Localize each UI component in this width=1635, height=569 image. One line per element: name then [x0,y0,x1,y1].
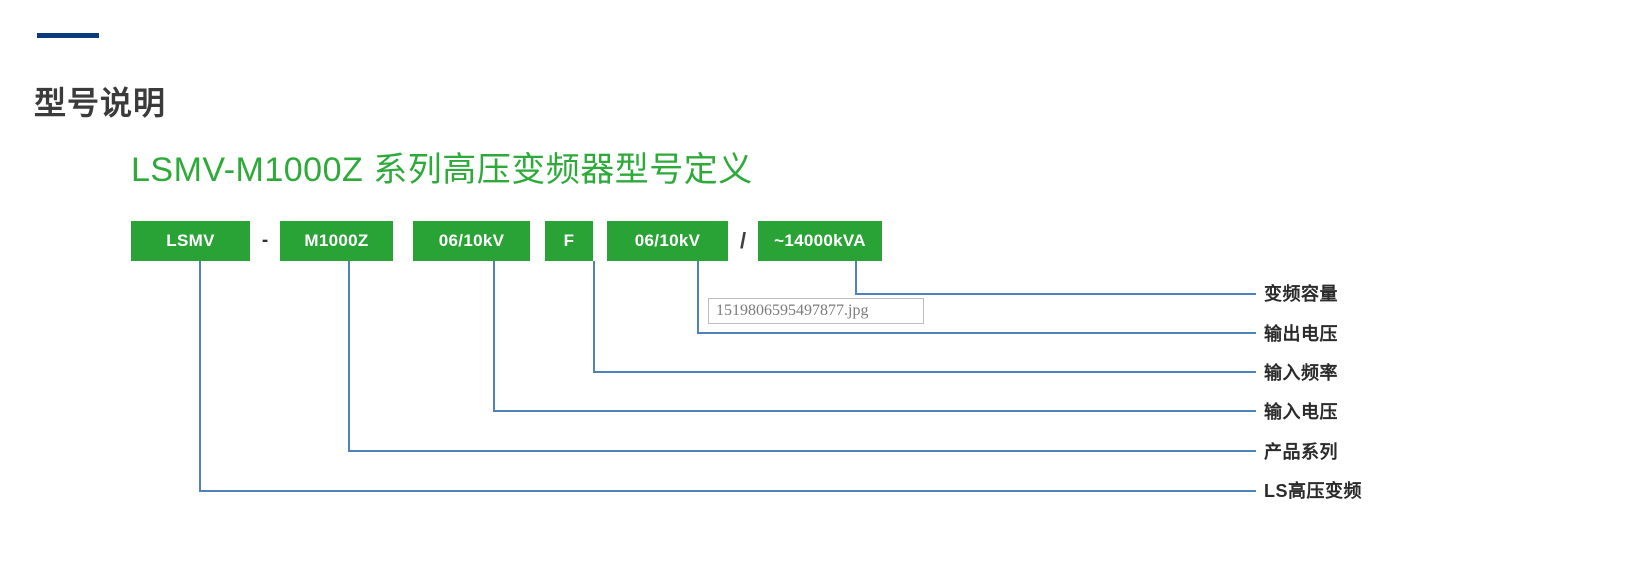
code-box-4: F [545,221,593,261]
leader-line-horizontal-6 [199,490,1256,492]
code-box-5: 06/10kV [607,221,728,261]
leader-line-vertical-3 [593,261,595,373]
leader-line-horizontal-1 [855,293,1256,295]
code-box-6: ~14000kVA [758,221,882,261]
leader-line-horizontal-2 [697,332,1256,334]
leader-line-horizontal-5 [348,450,1256,452]
callout-label-3: 输入频率 [1264,363,1338,383]
page-title: 型号说明 [34,85,167,122]
code-box-3: 06/10kV [413,221,530,261]
callout-label-5: 产品系列 [1264,442,1338,462]
leader-line-vertical-1 [855,261,857,295]
code-separator-1: - [261,230,269,251]
image-alt-text-tooltip: 1519806595497877.jpg [708,298,924,324]
leader-line-horizontal-4 [493,410,1256,412]
code-box-1: LSMV [131,221,250,261]
leader-line-vertical-4 [493,261,495,412]
code-separator-2: / [739,228,747,253]
leader-line-horizontal-3 [593,371,1256,373]
callout-label-6: LS高压变频 [1264,481,1363,501]
callout-label-1: 变频容量 [1264,284,1338,304]
callout-label-4: 输入电压 [1264,402,1338,422]
leader-line-vertical-2 [697,261,699,334]
leader-line-vertical-5 [348,261,350,452]
section-accent-bar [37,33,99,38]
callout-label-2: 输出电压 [1264,324,1338,344]
leader-line-vertical-6 [199,261,201,492]
figure-heading: LSMV-M1000Z 系列高压变频器型号定义 [131,151,753,189]
code-box-2: M1000Z [280,221,393,261]
